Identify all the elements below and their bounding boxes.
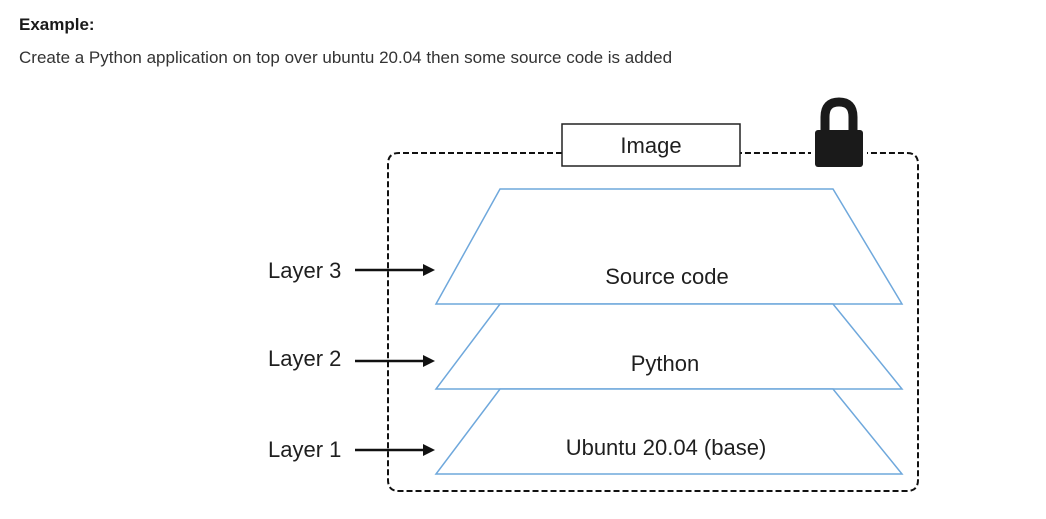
layer-1-content: Ubuntu 20.04 (base) — [566, 435, 767, 460]
example-description: Create a Python application on top over … — [19, 48, 673, 67]
example-heading: Example: — [19, 15, 95, 34]
layer-3-label: Layer 3 — [268, 258, 341, 283]
layer-1-arrow — [355, 444, 435, 456]
image-title-label: Image — [620, 133, 681, 158]
image-container-border — [387, 152, 919, 492]
layer-2-arrow — [355, 355, 435, 367]
image-title-box — [561, 123, 741, 167]
layer-3-shape — [434, 188, 904, 305]
layer-2-label: Layer 2 — [268, 346, 341, 371]
layer-3-content: Source code — [605, 264, 729, 289]
layer-1-shape — [434, 388, 904, 475]
layer-2-shape — [434, 303, 904, 390]
layer-1-label: Layer 1 — [268, 437, 341, 462]
lock-icon — [811, 97, 867, 169]
layer-3-arrow — [355, 264, 435, 276]
layer-2-content: Python — [631, 351, 700, 376]
